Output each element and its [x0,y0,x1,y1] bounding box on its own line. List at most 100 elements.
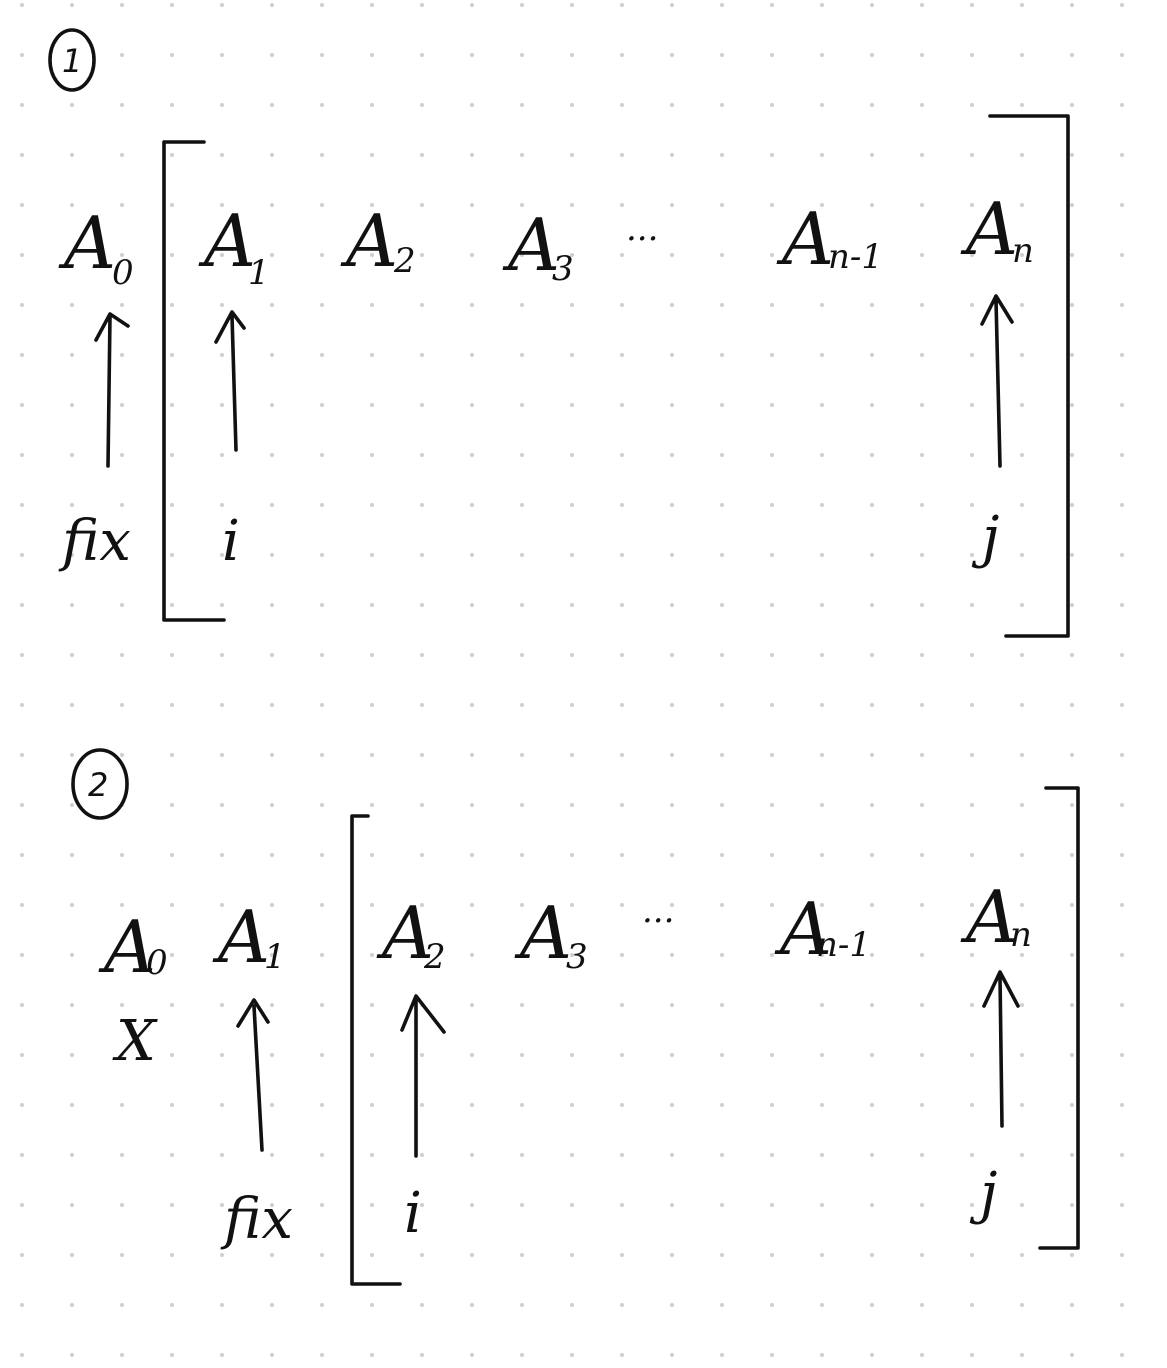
grid-dot [120,953,124,957]
grid-dot [670,303,674,307]
grid-dot [320,1153,324,1157]
grid-dot [320,803,324,807]
grid-dot [370,103,374,107]
grid-dot [20,853,24,857]
grid-dot [1020,603,1024,607]
grid-dot [170,3,174,7]
grid-dot [170,903,174,907]
grid-dot [820,453,824,457]
grid-dot [670,103,674,107]
grid-dot [270,853,274,857]
grid-dot [220,1153,224,1157]
grid-dot [720,953,724,957]
grid-dot [1020,1253,1024,1257]
grid-dot [470,1103,474,1107]
grid-dot [170,1353,174,1357]
grid-dot [720,1053,724,1057]
grid-dot [20,603,24,607]
grid-dot [420,3,424,7]
grid-dot [470,1303,474,1307]
grid-dot [720,1253,724,1257]
grid-dot [20,403,24,407]
grid-dot [970,803,974,807]
grid-dot [70,603,74,607]
grid-dot [370,703,374,707]
grid-dot [370,1253,374,1257]
grid-dot [470,1153,474,1157]
grid-dot [120,853,124,857]
grid-dot [120,1253,124,1257]
grid-dot [420,503,424,507]
grid-dot [670,903,674,907]
grid-dot [670,503,674,507]
grid-dot [270,653,274,657]
grid-dot [820,603,824,607]
grid-dot [620,1253,624,1257]
grid-dot [420,1203,424,1207]
grid-dot [720,103,724,107]
grid-dot [670,253,674,257]
grid-dot [270,253,274,257]
grid-dot [420,253,424,257]
grid-dot [520,803,524,807]
grid-dot [1120,503,1124,507]
grid-dot [370,1203,374,1207]
grid-dot [570,53,574,57]
grid-dot [920,1053,924,1057]
grid-dot [870,103,874,107]
grid-dot [1120,953,1124,957]
grid-dot [970,1303,974,1307]
grid-dot [1120,703,1124,707]
grid-dot [670,1253,674,1257]
grid-dot [820,53,824,57]
grid-dot [1120,203,1124,207]
grid-dot [120,303,124,307]
grid-dot [870,1353,874,1357]
grid-dot [620,603,624,607]
grid-dot [120,553,124,557]
grid-dot [70,1303,74,1307]
grid-dot [270,1203,274,1207]
s1-term-an1-base: A [776,197,834,281]
grid-dot [520,1303,524,1307]
grid-dot [1120,553,1124,557]
grid-dot [720,703,724,707]
grid-dot [670,603,674,607]
s2-term-an-base: A [960,875,1018,959]
grid-dot [220,1053,224,1057]
grid-dot [520,653,524,657]
s1-label-i: i [222,509,240,574]
grid-dot [970,503,974,507]
grid-dot [770,403,774,407]
grid-dot [570,1303,574,1307]
grid-dot [670,1303,674,1307]
grid-dot [170,103,174,107]
grid-dot [370,403,374,407]
grid-dot [820,753,824,757]
grid-dot [220,53,224,57]
grid-dot [420,153,424,157]
grid-dot [770,753,774,757]
grid-dot [1070,403,1074,407]
grid-dot [20,1303,24,1307]
grid-dot [1120,303,1124,307]
grid-dot [720,903,724,907]
grid-dot [670,803,674,807]
grid-dot [970,553,974,557]
grid-dot [820,1103,824,1107]
grid-dot [520,1003,524,1007]
grid-dot [870,303,874,307]
grid-dot [470,703,474,707]
grid-dot [220,703,224,707]
grid-dot [420,1353,424,1357]
grid-dot [920,1303,924,1307]
grid-dot [920,103,924,107]
grid-dot [670,203,674,207]
grid-dot [770,953,774,957]
grid-dot [720,403,724,407]
grid-dot [920,1003,924,1007]
grid-dot [270,553,274,557]
grid-dot [470,403,474,407]
s1-term-a3-sub: 3 [552,249,574,289]
grid-dot [720,1353,724,1357]
